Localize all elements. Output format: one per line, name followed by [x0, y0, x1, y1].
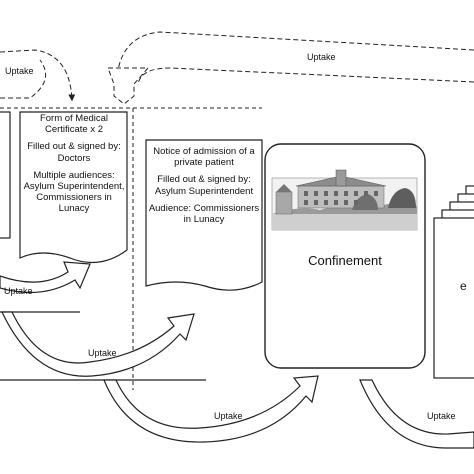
notice-of-admission-document — [145, 139, 263, 291]
uptake-label-top-right: Uptake — [307, 52, 336, 62]
notice-of-admission-signed: Filled out & signed by: Asylum Superinte… — [154, 174, 254, 197]
dashed-funnel-arrow — [107, 67, 150, 105]
top-inner-dashed-loop — [137, 67, 474, 86]
left-partial-document — [0, 111, 11, 239]
stacked-documents-cut-text: e — [460, 279, 467, 293]
stacked-documents — [433, 185, 474, 379]
uptake-arrow-4 — [359, 379, 474, 449]
medical-certificate-audiences: Multiple audiences: Asylum Superintenden… — [23, 169, 125, 215]
uptake-arrow-1 — [0, 261, 91, 294]
medical-certificate-document — [19, 111, 128, 264]
uptake-label-top-left: Uptake — [5, 66, 34, 76]
notice-of-admission-title: Notice of admission of a private patient — [153, 146, 255, 169]
uptake-arrow-3 — [103, 375, 319, 443]
medical-certificate-signed: Filled out & signed by: Doctors — [27, 141, 121, 164]
uptake-label-bottom-right: Uptake — [427, 411, 456, 421]
medical-certificate-text: Form of Medical Certificate x 2 Filled o… — [22, 113, 126, 221]
notice-of-admission-audience: Audience: Commissioners in Lunacy — [148, 202, 260, 226]
uptake-label-left: Uptake — [4, 286, 33, 296]
medical-certificate-title: Form of Medical Certificate x 2 — [39, 113, 109, 136]
uptake-label-bottom-middle: Uptake — [214, 411, 243, 421]
confinement-label: Confinement — [308, 253, 382, 268]
asylum-building-photo — [271, 169, 418, 231]
top-left-dashed-loop — [0, 49, 76, 102]
uptake-label-middle: Uptake — [88, 348, 117, 358]
notice-of-admission-text: Notice of admission of a private patient… — [148, 146, 260, 231]
uptake-arrow-2 — [1, 311, 195, 377]
top-large-dashed-loop — [117, 31, 474, 71]
top-dashed-return-line — [0, 59, 47, 99]
